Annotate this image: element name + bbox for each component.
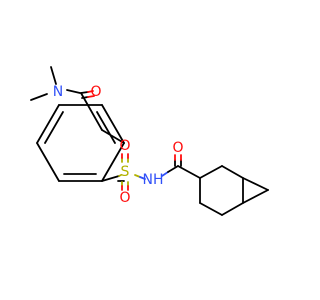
atom-labels: N O S O O NH O xyxy=(53,84,184,206)
ring-bond-5 xyxy=(36,104,60,144)
ring-bond-2 xyxy=(101,142,125,182)
cyclopropane-bond-2 xyxy=(242,189,269,204)
bond-methyl-left xyxy=(30,93,48,101)
bond-c-ring2 xyxy=(177,165,201,179)
atom-o-sulfonyl-bottom: O xyxy=(119,190,130,206)
bond-carbonyl-c-o-2b xyxy=(87,95,95,98)
bond-carbonyl-ring xyxy=(80,92,103,131)
cyclohexane-bond-5 xyxy=(199,202,223,216)
atom-o-sulfonyl-top: O xyxy=(119,138,130,154)
bond-nh-c-a xyxy=(161,171,169,177)
bond-ring-s-b xyxy=(118,174,122,177)
bond-s-nh-b xyxy=(139,176,146,180)
cyclohexane-bond-1 xyxy=(199,165,223,179)
cyclohexane-bond-2 xyxy=(221,165,244,179)
cyclopropane-bond-1 xyxy=(242,177,269,191)
dimethylamide-group xyxy=(30,66,103,131)
carboxamide-linker xyxy=(161,154,201,179)
bicycloheptane-ring xyxy=(199,165,269,216)
atom-nh-sulfonamide: NH xyxy=(143,172,164,188)
bond-carbonyl-c-o-1b xyxy=(87,90,94,93)
bond-nh-c-b xyxy=(167,165,179,173)
bond-carbonyl-c-o-1 xyxy=(80,91,89,94)
atom-n-dimethyl: N xyxy=(53,84,63,100)
ring-bond-1 xyxy=(101,129,125,144)
ring-bond-4 xyxy=(36,142,60,182)
benzene-ring xyxy=(36,104,125,182)
bond-methyl-top xyxy=(50,66,57,85)
molecule-drawing: N O S O O NH O xyxy=(30,66,269,216)
atom-s-sulfonyl: S xyxy=(121,164,130,180)
ring-inner-3 xyxy=(44,111,64,144)
atom-o-amide: O xyxy=(90,84,101,100)
ring-bond-6b xyxy=(101,104,125,144)
ring-inner-1 xyxy=(96,111,116,144)
cyclohexane-bond-4 xyxy=(221,202,244,216)
sulfonyl-group xyxy=(101,153,146,191)
structure-diagram: N O S O O NH O xyxy=(30,66,269,216)
bond-n-carbonyl xyxy=(66,89,81,94)
bond-ring-s-a xyxy=(101,175,120,182)
atom-o-carbonyl-right: O xyxy=(172,140,183,156)
